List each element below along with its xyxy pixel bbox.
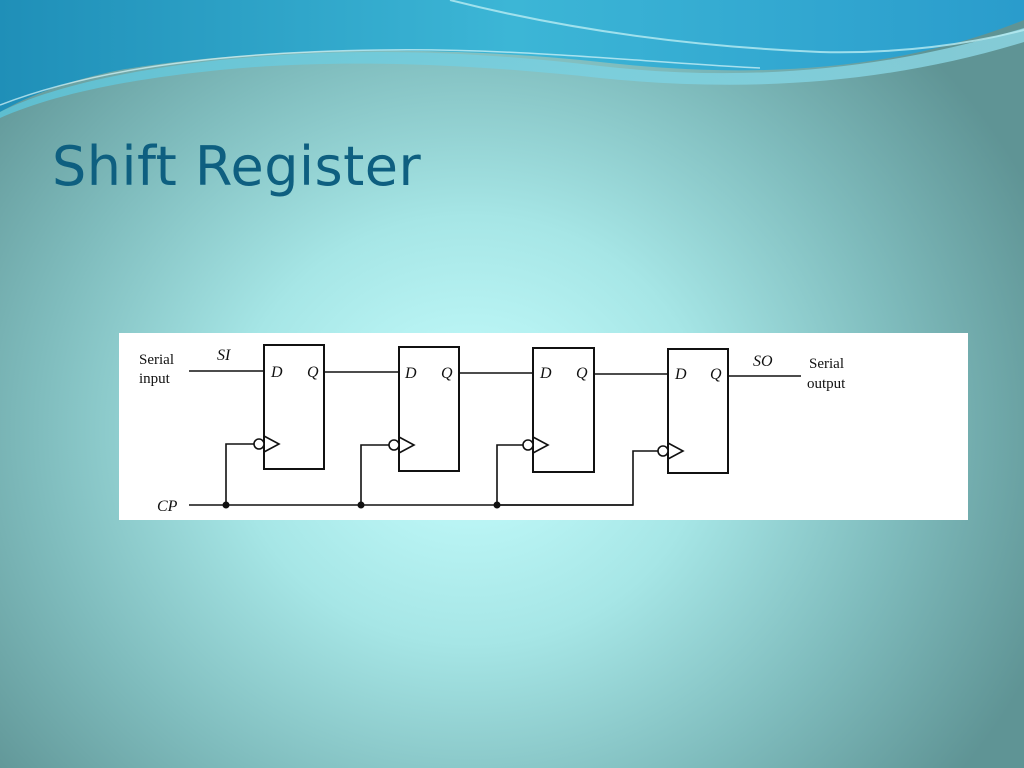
flip-flop-2-d-label: D xyxy=(404,365,417,382)
clock-junction-3 xyxy=(493,501,501,509)
serial-input-label-line1: Serial xyxy=(139,352,174,368)
si-signal-label: SI xyxy=(217,347,231,364)
clock-branch-3 xyxy=(496,444,523,505)
flip-flop-1-d-label: D xyxy=(270,364,283,381)
flip-flop-2: D Q xyxy=(388,346,460,472)
serial-input-label-line2: input xyxy=(139,371,171,387)
serial-output-label-line1: Serial xyxy=(809,356,844,372)
flip-flop-4-clock-triangle xyxy=(667,442,685,460)
flip-flop-1-clock-bubble xyxy=(253,438,265,450)
clock-junction-2 xyxy=(357,501,365,509)
so-signal-label: SO xyxy=(753,353,773,370)
flip-flop-1-box xyxy=(263,344,325,470)
flip-flop-1-clock-triangle xyxy=(263,435,281,453)
flip-flop-2-q-label: Q xyxy=(441,365,453,382)
flip-flop-2-box xyxy=(398,346,460,472)
flip-flop-4-box xyxy=(667,348,729,474)
flip-flop-4-clock-bubble xyxy=(657,445,669,457)
clock-branch-1 xyxy=(225,443,254,505)
flip-flop-3-clock-bubble xyxy=(522,439,534,451)
flip-flop-3: D Q xyxy=(522,347,595,473)
flip-flop-3-clock-triangle xyxy=(532,436,550,454)
flip-flop-3-q-label: Q xyxy=(576,365,588,382)
flip-flop-2-clock-bubble xyxy=(388,439,400,451)
flip-flop-3-d-label: D xyxy=(539,365,552,382)
cp-signal-label: CP xyxy=(157,498,178,515)
clock-branch-4 xyxy=(497,450,658,506)
shift-register-diagram: Serial input SI D Q D Q D Q xyxy=(119,333,968,520)
clock-junction-1 xyxy=(222,501,230,509)
flip-flop-1-q-label: Q xyxy=(307,364,319,381)
flip-flop-4-q-label: Q xyxy=(710,366,722,383)
flip-flop-2-clock-triangle xyxy=(398,436,416,454)
flip-flop-1: D Q xyxy=(253,344,325,470)
clock-branch-2 xyxy=(360,444,389,505)
slide-title: Shift Register xyxy=(52,135,422,198)
header-wave-decoration xyxy=(0,0,1024,118)
flip-flop-4: D Q xyxy=(657,348,729,474)
serial-output-label-line2: output xyxy=(807,376,846,392)
flip-flop-4-d-label: D xyxy=(674,366,687,383)
shift-register-schematic: Serial input SI D Q D Q D Q xyxy=(139,344,846,515)
flip-flop-3-box xyxy=(532,347,595,473)
